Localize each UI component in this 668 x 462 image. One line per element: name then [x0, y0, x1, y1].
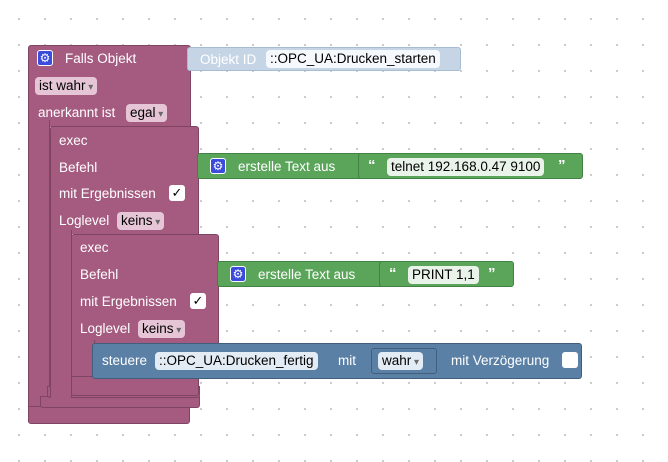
exec-block-2-footer [71, 376, 199, 396]
control-value-block[interactable]: wahr [371, 348, 437, 374]
event-block-footer [28, 406, 190, 424]
control-block[interactable]: steuere ::OPC_UA:Drucken_fertig mit wahr… [92, 343, 582, 379]
exec-block-2-body[interactable] [71, 234, 219, 344]
exec-2-loglevel-dropdown[interactable]: keins [138, 320, 186, 338]
gear-icon[interactable]: ⚙ [37, 50, 53, 66]
text-block-1[interactable]: ⚙ erstelle Text aus “ telnet 192.168.0.4… [197, 153, 583, 179]
text-block-2[interactable]: ⚙ erstelle Text aus “ PRINT 1,1 ” [217, 261, 514, 287]
text-literal-1-input[interactable]: telnet 192.168.0.47 9100 [387, 158, 545, 176]
gear-icon[interactable]: ⚙ [230, 266, 246, 282]
exec-1-loglevel-label: Loglevel [59, 213, 110, 228]
quote-open-icon: “ [368, 157, 376, 174]
exec-block-1-spine [50, 230, 72, 398]
quote-close-icon: ” [488, 265, 496, 282]
exec-2-command-label: Befehl [80, 267, 119, 282]
event-block-title: Falls Objekt [65, 51, 137, 66]
object-id-block[interactable]: Objekt ID ::OPC_UA:Drucken_starten [187, 47, 461, 71]
text-literal-2-input[interactable]: PRINT 1,1 [408, 266, 479, 284]
exec-1-command-label: Befehl [59, 160, 98, 175]
control-value-dropdown[interactable]: wahr [378, 352, 424, 370]
ack-dropdown[interactable]: egal [126, 104, 168, 122]
condition-dropdown[interactable]: ist wahr [35, 77, 98, 95]
exec-1-with-results-label: mit Ergebnissen [59, 186, 156, 201]
exec-1-title: exec [59, 133, 88, 148]
control-delay-label: mit Verzögerung [451, 353, 550, 368]
exec-2-title: exec [80, 240, 109, 255]
quote-open-icon: “ [389, 265, 397, 282]
exec-1-loglevel-dropdown[interactable]: keins [117, 212, 165, 230]
quote-close-icon: ” [558, 157, 566, 174]
text-literal-2[interactable]: “ PRINT 1,1 ” [379, 261, 514, 287]
exec-2-with-results-label: mit Ergebnissen [80, 294, 177, 309]
text-literal-1[interactable]: “ telnet 192.168.0.47 9100 ” [358, 153, 583, 179]
event-block-spine [28, 120, 50, 422]
control-object-id-input[interactable]: ::OPC_UA:Drucken_fertig [155, 352, 318, 370]
control-with-label: mit [338, 353, 356, 368]
exec-1-with-results-checkbox[interactable]: ✓ [169, 185, 185, 201]
exec-2-with-results-checkbox[interactable]: ✓ [190, 293, 206, 309]
text-block-2-label: erstelle Text aus [258, 267, 356, 282]
object-id-label: Objekt ID [200, 52, 257, 67]
gear-icon[interactable]: ⚙ [210, 158, 226, 174]
text-block-1-label: erstelle Text aus [238, 159, 336, 174]
exec-2-loglevel-label: Loglevel [80, 321, 131, 336]
ack-label: anerkannt ist [38, 105, 116, 120]
control-block-label: steuere [102, 353, 148, 368]
object-id-input[interactable]: ::OPC_UA:Drucken_starten [266, 50, 440, 68]
control-delay-checkbox[interactable] [562, 352, 578, 368]
